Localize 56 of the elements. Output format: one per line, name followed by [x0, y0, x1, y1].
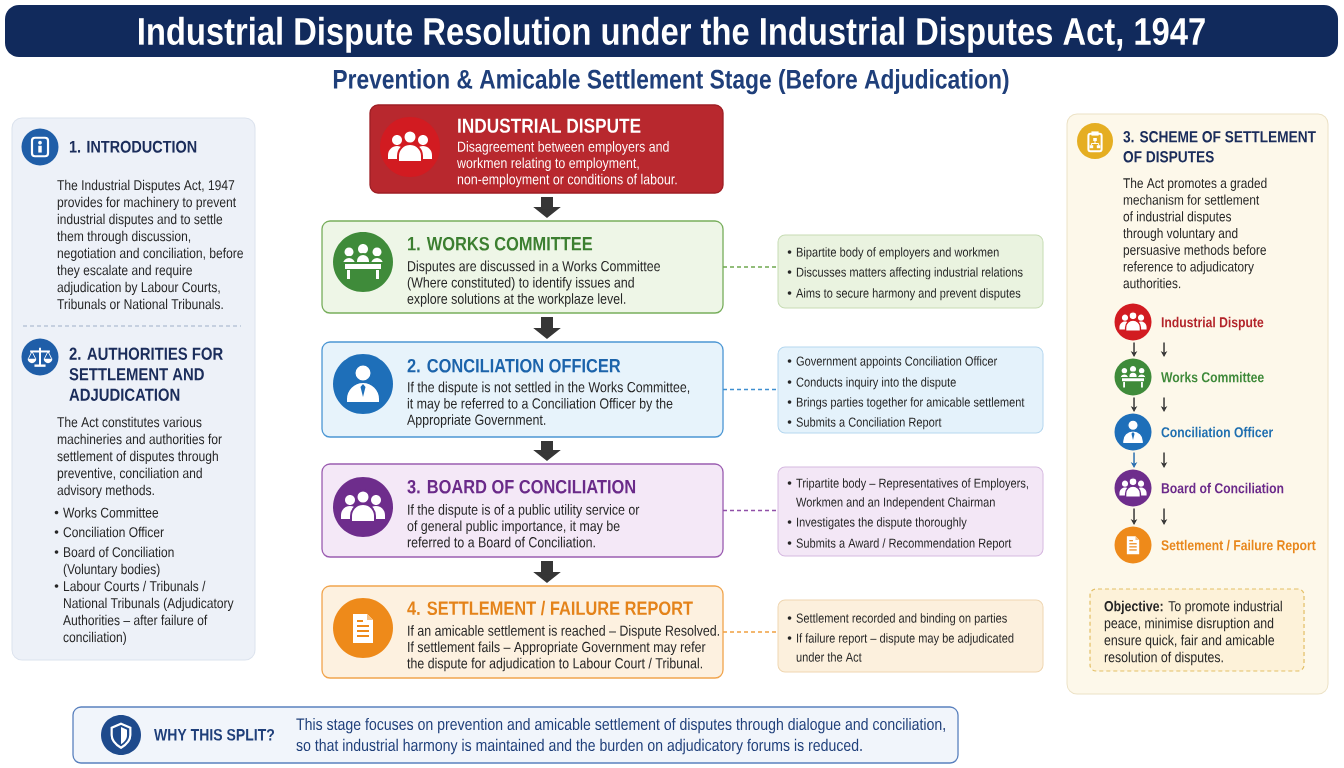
- list-item: Discusses matters affecting industrial relations: [796, 267, 1023, 280]
- list-item: Aims to secure harmony and prevent disputes: [796, 288, 1021, 301]
- process-box: [321, 341, 724, 438]
- connector-line: [722, 631, 779, 633]
- step-label: Settlement / Failure Report: [1161, 539, 1316, 554]
- note-box: [777, 466, 1044, 557]
- box-heading: INDUSTRIAL DISPUTE: [458, 118, 641, 133]
- connector-line: [722, 509, 779, 512]
- list-item: Board of Conciliation (Voluntary bodies): [63, 546, 174, 577]
- list-item: If failure report – dispute may be adjudicated under the Act: [796, 633, 1014, 662]
- paragraph: The Act promotes a graded mechanism for settlement of industrial disputes through voluntary and persuasive methods before reference to adjudicatory authorities.: [1123, 177, 1267, 289]
- side-panel: [11, 117, 256, 661]
- list-item: Submits a Award / Recommendation Report: [796, 538, 1012, 551]
- box-text: If the dispute is of a public utility service or of general public importance, it may be referred to a Board of Conciliation.: [407, 504, 640, 548]
- box-text: Disputes are discussed in a Works Committee (Where constituted) to identify issues and explore solutions at the workplaze level.: [407, 260, 660, 307]
- step-label: Conciliation Officer: [1161, 426, 1273, 438]
- note-box: [777, 346, 1044, 434]
- list-item: Tripartite body – Representatives of Employers, Workmen and an Independent Chairman: [796, 478, 1028, 510]
- step-label: Board of Conciliation: [1161, 482, 1284, 494]
- banner-heading: WHY THIS SPLIT?: [154, 728, 274, 741]
- box-heading: 1. WORKS COMMITTEE: [408, 236, 593, 251]
- process-box: [321, 585, 724, 679]
- info-banner: [72, 706, 959, 764]
- title-banner: Industrial Dispute Resolution under the Industrial Disputes Act, 1947: [5, 5, 1338, 57]
- list-item: Brings parties together for amicable settlement: [796, 397, 1025, 410]
- list-item: Investigates the dispute thoroughly: [797, 517, 967, 530]
- box-heading: 3. BOARD OF CONCILIATION: [407, 479, 636, 494]
- list-item: Government appoints Conciliation Officer: [796, 356, 998, 369]
- note-box: [777, 599, 1044, 673]
- list-item: Labour Courts / Tribunals / National Tribunals (Adjudicatory Authorities – after failure of conciliation): [63, 580, 234, 645]
- connector-line: [722, 266, 779, 268]
- note-box: [777, 234, 1044, 309]
- list-item: Bipartite body of employers and workmen: [796, 247, 999, 260]
- list-item: Conducts inquiry into the dispute: [796, 377, 956, 390]
- step-label: Industrial Dispute: [1161, 316, 1264, 331]
- paragraph: The Industrial Disputes Act, 1947 provides for machinery to prevent industrial disputes and to settle them through discussion, negotiation and conciliation, before they escalate and require adjudication by Labour Courts, Tribunals or National Tribunals.: [57, 179, 243, 310]
- section-heading: 1. INTRODUCTION: [69, 140, 197, 153]
- box-text: If an amicable settlement is reached – Dispute Resolved. If settlement fails – Appropriate Government may refer the dispute for adjudication to Labour Court / Tribunal.: [407, 625, 719, 672]
- list-item: Conciliation Officer: [63, 526, 164, 538]
- section-heading: 2. AUTHORITIES FOR SETTLEMENT AND ADJUDICATION: [69, 347, 223, 401]
- box-heading: 2. CONCILIATION OFFICER: [407, 358, 621, 373]
- process-box: [369, 104, 724, 194]
- list-item: Submits a Conciliation Report: [796, 417, 942, 430]
- banner-text: This stage focuses on prevention and amicable settlement of disputes through dialogue and conciliation, so that industrial harmony is maintained and the burden on adjudicatory forums is reduced.: [296, 717, 945, 755]
- list-item: Works Committee: [63, 507, 159, 518]
- box-text: Disagreement between employers and workmen relating to employment, non-employment or conditions of labour.: [457, 141, 677, 188]
- connector-line: [722, 388, 779, 391]
- paragraph: The Act constitutes various machineries and authorities for settlement of disputes through preventive, conciliation and advisory methods.: [57, 416, 222, 498]
- list-item: Settlement recorded and binding on parties: [796, 613, 1007, 626]
- process-box: [321, 220, 724, 314]
- section-heading: 3. SCHEME OF SETTLEMENT OF DISPUTES: [1123, 131, 1316, 163]
- step-label: Works Committee: [1161, 371, 1264, 383]
- box-text: If the dispute is not settled in the Works Committee, it may be referred to a Conciliation Officer by the Appropriate Government.: [407, 381, 690, 428]
- process-box: [321, 463, 724, 558]
- objective-box: Objective: To promote industrial peace, minimise disruption and ensure quick, fair and amicable resolution of disputes.: [1089, 588, 1305, 672]
- box-heading: 4. SETTLEMENT / FAILURE REPORT: [407, 600, 693, 616]
